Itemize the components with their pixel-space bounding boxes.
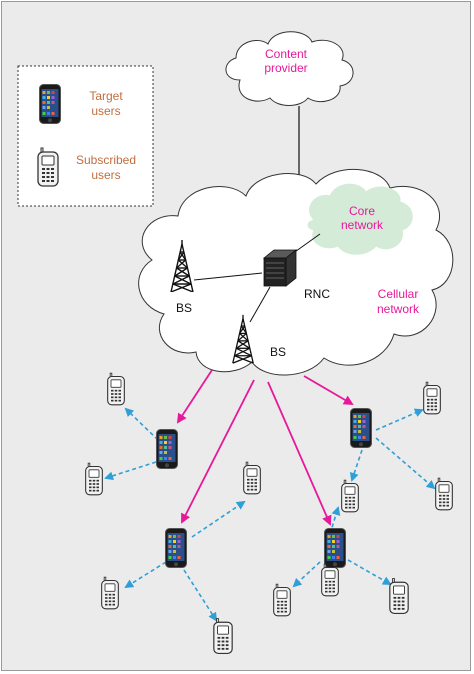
blue-arrow [375, 437, 436, 490]
core-network-cloud: Core network [307, 183, 413, 255]
feature-phone-icon [85, 462, 103, 496]
blue-arrow [124, 407, 159, 441]
legend-subscribed-label-2: users [91, 168, 120, 182]
smartphone-icon [39, 84, 61, 124]
blue-arrow [104, 461, 157, 481]
smartphone-icon [165, 527, 187, 569]
feature-phone-icon [273, 583, 291, 617]
content-provider-cloud-shape [225, 31, 354, 106]
rnc-core-link [291, 233, 321, 255]
legend-target-label-2: users [91, 104, 120, 118]
core-network-label-2: network [341, 218, 384, 232]
feature-phone-icon [321, 563, 339, 597]
pink-arrow [176, 369, 213, 424]
core-network-cloud-shape [307, 183, 413, 255]
feature-phone-icon [37, 147, 59, 187]
feature-phone-icon [213, 617, 233, 655]
pink-arrow [181, 379, 255, 524]
rnc-bs-link [249, 286, 271, 323]
feature-phone-icon [435, 477, 453, 511]
core-network-label-1: Core [349, 204, 375, 218]
smartphone-icon [350, 407, 372, 449]
content-provider-label-1: Content [265, 47, 308, 61]
relay-arrows [104, 407, 436, 622]
blue-arrow [349, 449, 363, 482]
feature-phone-icon [341, 479, 359, 513]
feature-phone-icon [101, 576, 119, 610]
blue-arrow [191, 500, 246, 538]
smartphone-icon [156, 428, 178, 470]
feature-phone-icon [107, 372, 125, 406]
legend-target-label-1: Target [89, 89, 123, 103]
blue-arrow [375, 408, 424, 431]
rnc-server-icon [262, 249, 298, 287]
feature-phone-icon [389, 577, 409, 615]
legend-subscribed-label-1: Subscribed [76, 153, 136, 167]
legend-box [17, 65, 154, 207]
blue-arrow [124, 561, 167, 589]
blue-arrow [347, 559, 392, 585]
content-provider-label-2: provider [264, 61, 307, 75]
blue-arrow [183, 569, 218, 622]
legend: Target users Subscribed users [17, 65, 154, 207]
blue-arrow [292, 561, 321, 588]
smartphone-icon [324, 527, 346, 569]
cellular-network-label-1: Cellular [378, 287, 419, 301]
bs-center-label: BS [270, 345, 286, 359]
broadcast-arrows [176, 369, 354, 526]
rnc-label: RNC [304, 287, 330, 301]
blue-arrow [329, 506, 341, 535]
bs-left-label: BS [176, 301, 192, 315]
feature-phone-icon [243, 461, 261, 495]
feature-phone-icon [423, 381, 441, 415]
pink-arrow [267, 381, 332, 526]
pink-arrow [303, 375, 354, 406]
cellular-network-label-2: network [377, 302, 420, 316]
content-provider-cloud: Content provider [225, 31, 354, 106]
bs-rnc-link [193, 272, 263, 281]
